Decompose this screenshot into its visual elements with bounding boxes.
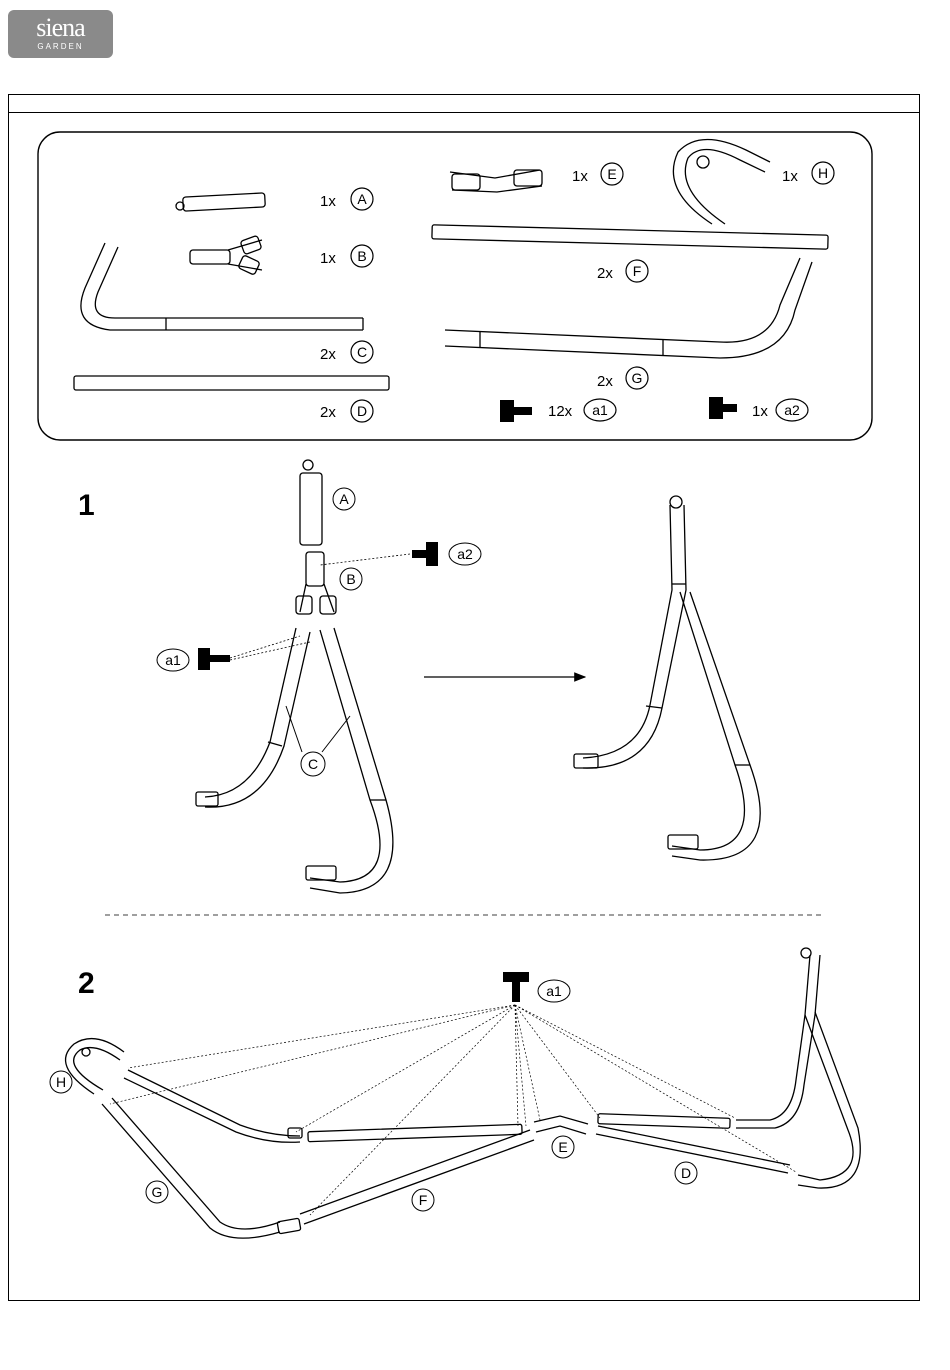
part-a-qty: 1x [320,193,336,210]
step-1-screw-a1 [198,648,230,670]
part-a1-qty: 12x [548,403,573,420]
screw-a2-icon [709,397,737,419]
step-1-screw-a2 [412,542,438,566]
part-f-straight-tube [432,225,828,249]
part-e-elbow [450,170,542,192]
step-1-label-c: C [308,756,318,772]
part-c-letter: C [357,344,367,360]
part-h-hook [673,139,770,224]
step-1-exploded-view [196,460,393,893]
step-2-label-g: G [152,1184,163,1200]
step-1-assembled-view [574,496,760,860]
step-2-label-f: F [419,1192,428,1208]
part-d-qty: 2x [320,404,336,421]
step-2-label-a1: a1 [546,983,562,999]
part-g-qty: 2x [597,373,613,390]
part-f-letter: F [633,263,642,279]
part-b-letter: B [357,248,366,264]
step-2-label-h: H [56,1074,66,1090]
part-a-letter: A [357,191,367,207]
part-e-qty: 1x [572,168,588,185]
part-b-connector [190,235,262,275]
step-2-label-e: E [558,1139,567,1155]
part-g-curved-tube [445,258,812,358]
part-b-qty: 1x [320,250,336,267]
part-h-qty: 1x [782,168,798,185]
part-a-tube [176,193,265,211]
part-h-letter: H [818,165,828,181]
part-d-straight-tube [74,376,389,390]
step-2-screw-lines [110,1005,796,1215]
part-a1-letter: a1 [592,402,608,418]
parts-list-box [38,132,872,440]
part-e-letter: E [607,166,616,182]
part-c-qty: 2x [320,346,336,363]
part-d-letter: D [357,403,367,419]
step-2-label-d: D [681,1165,691,1181]
part-g-letter: G [632,370,643,386]
step-1-label-b: B [346,571,355,587]
step-1-label-a1: a1 [165,652,181,668]
step-2-exploded-view [66,948,861,1238]
part-a2-letter: a2 [784,402,800,418]
step-2-screw-a1 [503,972,529,1002]
part-a2-qty: 1x [752,403,768,420]
step-1-label-a: A [339,491,349,507]
step-1-label-a2: a2 [457,546,473,562]
screw-a1-icon [500,400,532,422]
step-1-number: 1 [78,489,95,522]
step-2-number: 2 [78,967,95,1000]
part-f-qty: 2x [597,265,613,282]
